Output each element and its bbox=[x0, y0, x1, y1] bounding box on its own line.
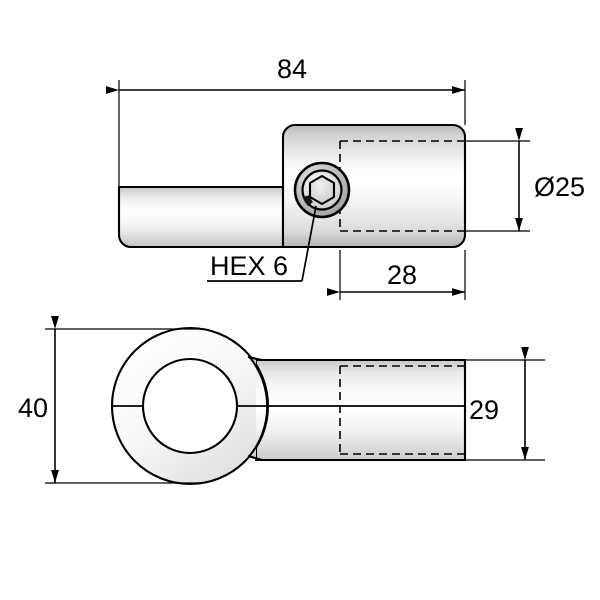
dim-label-29: 29 bbox=[469, 395, 499, 425]
annotation-hex-6: HEX 6 bbox=[210, 251, 288, 281]
elevation-view: 84 HEX 6 Ø25 bbox=[106, 54, 585, 300]
leader-line-hex bbox=[301, 205, 317, 282]
eye-ring-bore bbox=[141, 357, 239, 455]
dim-label-84: 84 bbox=[277, 54, 307, 84]
dim-label-d25: Ø25 bbox=[534, 172, 585, 202]
blend-line-bottom bbox=[247, 454, 263, 462]
hidden-bore-plan bbox=[339, 365, 465, 455]
eye-block-profile bbox=[117, 185, 285, 249]
blend-line-top bbox=[247, 355, 263, 362]
set-screw-shadow bbox=[303, 195, 313, 206]
set-screw-hex-socket bbox=[308, 174, 336, 206]
plan-view: 40 29 bbox=[18, 316, 545, 486]
barrel-plan bbox=[254, 358, 467, 462]
set-screw-assembly bbox=[293, 161, 351, 219]
dim-label-40: 40 bbox=[18, 393, 48, 423]
dim-label-28: 28 bbox=[387, 260, 417, 290]
